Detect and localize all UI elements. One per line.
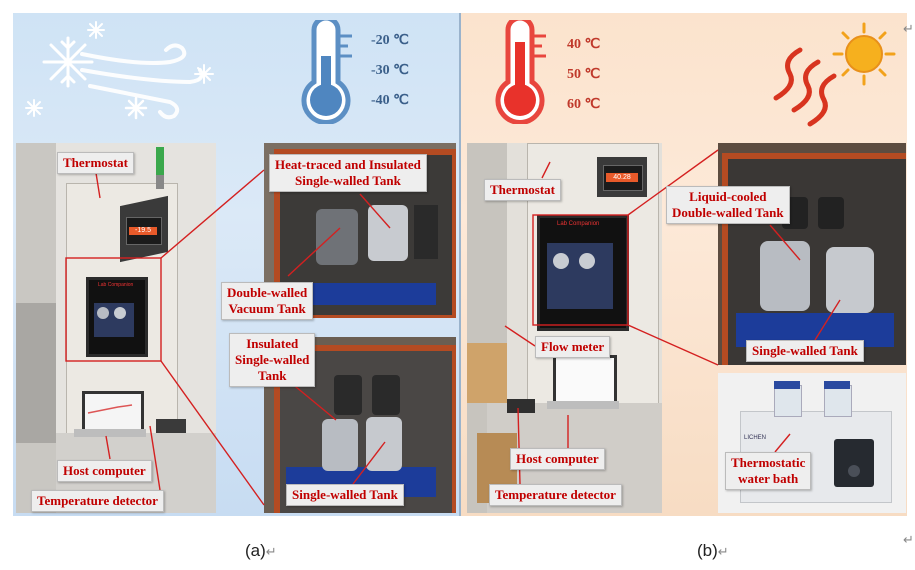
hot-temp-3: 60 ℃ (567, 97, 601, 112)
label-water-bath-line1: Thermostatic (731, 455, 806, 470)
cold-temp-2: -30 ℃ (371, 63, 409, 78)
cold-temp-1: -20 ℃ (371, 33, 409, 48)
water-bath-brand: LICHEN (744, 435, 767, 441)
brand-lab-companion-b: Lab Companion (557, 221, 600, 227)
hot-temp-1: 40 ℃ (567, 37, 601, 52)
label-heat-traced-line2: Single-walled Tank (295, 173, 401, 188)
label-liquid-cooled-tank: Liquid-cooled Double-walled Tank (666, 186, 790, 224)
label-flow-meter: Flow meter (535, 336, 611, 358)
label-thermostat-a: Thermostat (57, 152, 134, 174)
panel-divider (459, 13, 461, 516)
snowflakes-wind-icon (25, 21, 214, 120)
laptop-screen-graph-icon (87, 404, 133, 414)
brand-lab-companion-a: Lab Companion (98, 282, 134, 288)
label-temperature-detector-a: Temperature detector (31, 490, 164, 512)
photo-insulated-tank (264, 337, 456, 513)
label-single-walled-tank-b: Single-walled Tank (746, 340, 864, 362)
caption-b-return-mark: ↵ (717, 544, 729, 559)
thermostat-display-cold: -19.5 (129, 227, 157, 235)
label-single-walled-tank-a: Single-walled Tank (286, 484, 404, 506)
label-insulated-line3: Tank (257, 368, 287, 383)
paragraph-return-mark-top: ↵ (903, 21, 914, 36)
label-temperature-detector-b: Temperature detector (489, 484, 622, 506)
label-thermostat-b: Thermostat (484, 179, 561, 201)
cold-temp-3: -40 ℃ (371, 93, 409, 108)
caption-b-text: (b) (697, 541, 718, 560)
label-insulated-line2: Single-walled (235, 352, 310, 367)
paragraph-return-mark-bottom: ↵ (903, 532, 914, 547)
label-double-walled-tank: Double-walled Vacuum Tank (221, 282, 314, 320)
label-insulated-line1: Insulated (246, 336, 299, 351)
cold-thermometer-icon (301, 20, 352, 124)
caption-a: (a)↵ (245, 541, 277, 561)
hot-thermometer-icon (495, 20, 546, 124)
label-double-walled-line1: Double-walled (227, 285, 308, 300)
label-liquid-cooled-line2: Double-walled Tank (672, 205, 784, 220)
photo-liquid-cooled-tank (718, 143, 906, 365)
caption-a-return-mark: ↵ (265, 544, 277, 559)
label-liquid-cooled-line1: Liquid-cooled (689, 189, 767, 204)
label-host-computer-b: Host computer (510, 448, 605, 470)
label-host-computer-a: Host computer (57, 460, 152, 482)
label-water-bath-line2: water bath (738, 471, 799, 486)
thermostat-display-hot: 40.28 (606, 173, 638, 182)
caption-a-text: (a) (245, 541, 266, 560)
caption-b: (b)↵ (697, 541, 729, 561)
label-heat-traced-line1: Heat-traced and Insulated (275, 157, 421, 172)
label-double-walled-line2: Vacuum Tank (228, 301, 306, 316)
label-water-bath: Thermostatic water bath (725, 452, 812, 490)
label-insulated-tank: Insulated Single-walled Tank (229, 333, 316, 387)
label-heat-traced-tank: Heat-traced and Insulated Single-walled … (269, 154, 427, 192)
photo-thermostat-cold: -19.5 Lab Companion (16, 143, 216, 513)
sun-heat-waves-icon (773, 22, 896, 127)
hot-temp-2: 50 ℃ (567, 67, 601, 82)
